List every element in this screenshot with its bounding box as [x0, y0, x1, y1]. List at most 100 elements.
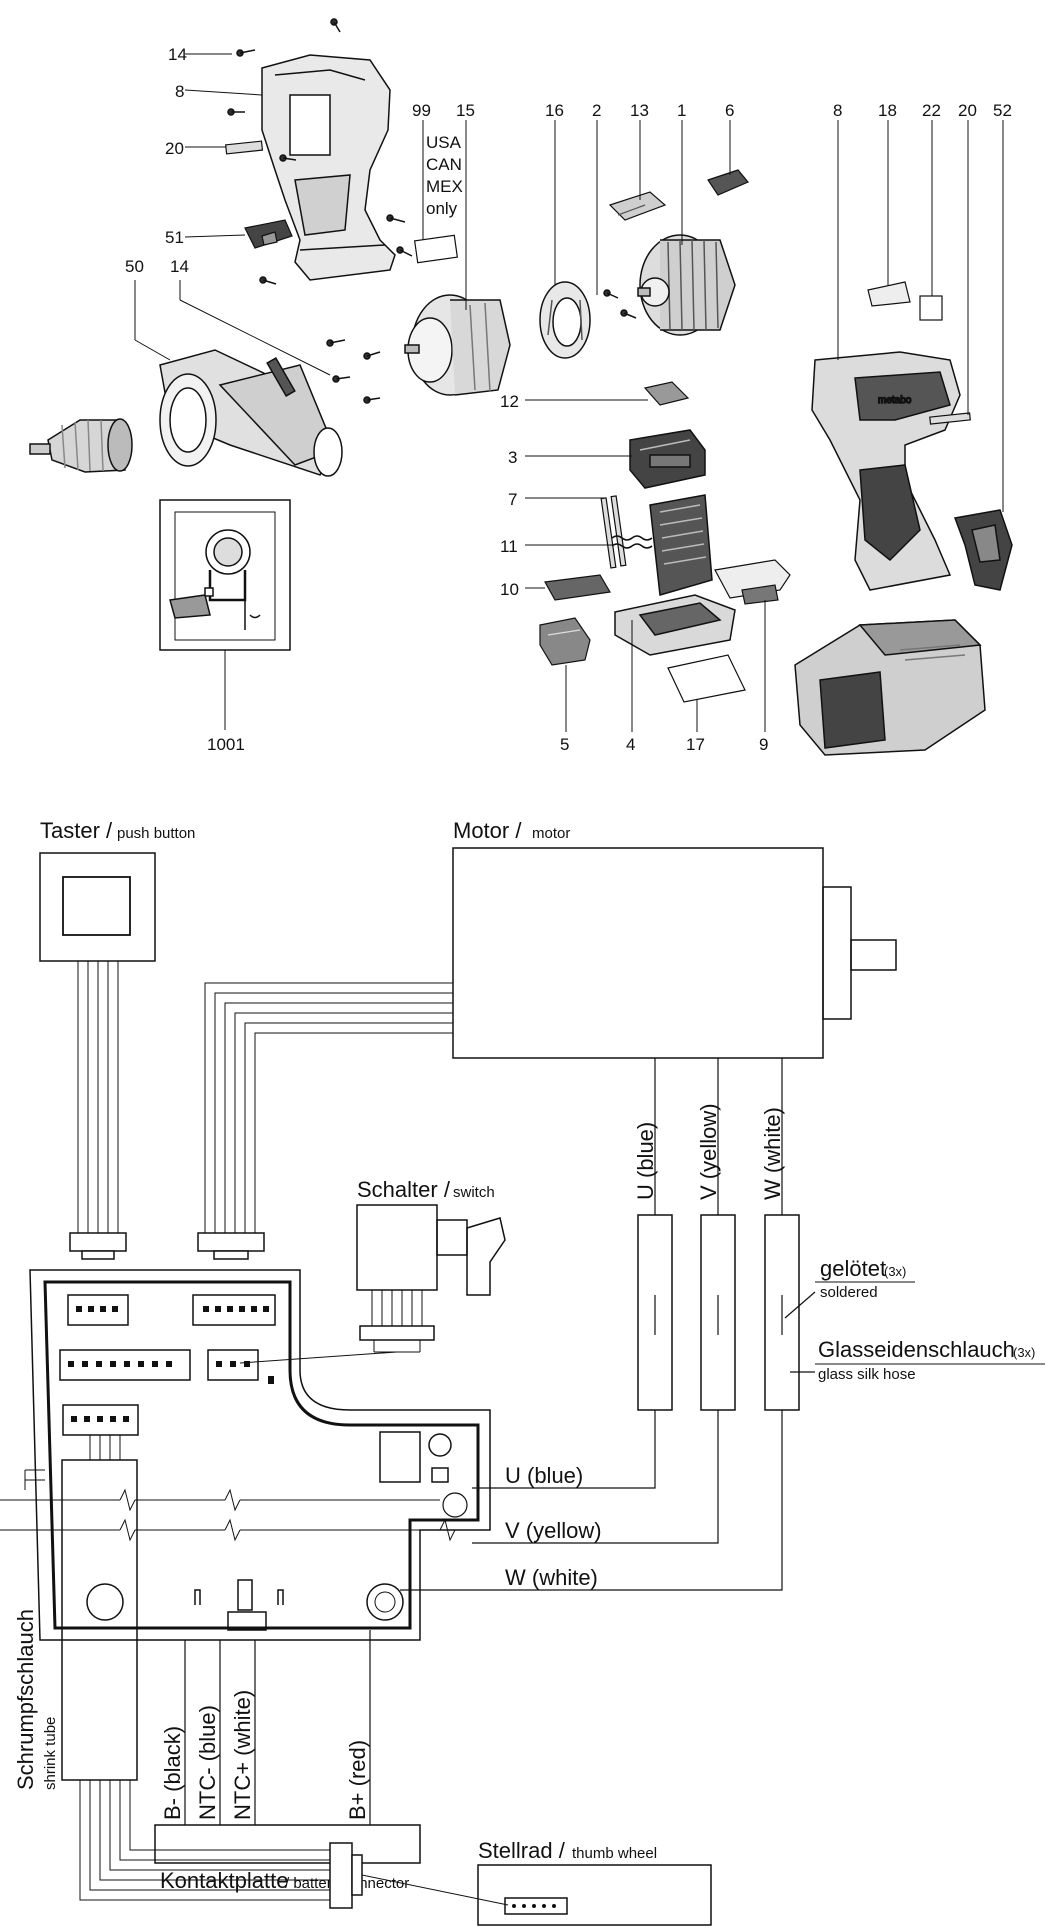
part-9-bracket	[714, 559, 791, 605]
b-minus-label: B- (black)	[160, 1726, 185, 1820]
motor-sensor-wires	[197, 982, 453, 1260]
soldered-count: (3x)	[884, 1264, 906, 1279]
part-15-gearbox	[404, 294, 511, 396]
housing-brand-text: metabo	[878, 395, 912, 406]
thumb-wheel-block: Stellrad / thumb wheel	[477, 1838, 712, 1926]
shrink-tube	[61, 1435, 330, 1901]
chassis-lines	[0, 1469, 456, 1542]
phase-labels-vertical: U (blue) V (yellow) W (white)	[633, 1103, 785, 1200]
part-51-slider	[244, 219, 293, 249]
part-label-11: 11	[500, 537, 518, 556]
ntc-plus-label: NTC+ (white)	[230, 1690, 255, 1820]
switch-label-de: Schalter /	[357, 1177, 451, 1202]
phase-w-label: W (white)	[505, 1565, 598, 1590]
part-label-6: 6	[725, 101, 734, 120]
housing-right-half: metabo	[811, 351, 961, 591]
part-label-14a: 14	[168, 45, 187, 64]
part-label-14b: 14	[170, 257, 189, 276]
part-label-7: 7	[508, 490, 517, 509]
ntc-minus-label: NTC- (blue)	[195, 1705, 220, 1820]
b-plus-label: B+ (red)	[345, 1740, 370, 1820]
thumb-wheel-label-en: thumb wheel	[572, 1845, 657, 1862]
part-label-1: 1	[677, 101, 686, 120]
switch-label-en: switch	[453, 1184, 495, 1201]
part-label-20a: 20	[165, 139, 184, 158]
part-label-18: 18	[878, 101, 897, 120]
battery-connector-label: Kontaktplatte / battery connector	[160, 1868, 409, 1893]
region-note-only: only	[426, 199, 458, 218]
part-number-labels: 14 8 20 51 50 14 99 15 16 2 13 1 6 8 18 …	[125, 45, 1012, 754]
housing-screws	[227, 18, 637, 404]
part-18-foil	[867, 281, 911, 307]
thumb-wheel-plug	[329, 1842, 509, 1909]
part-20-rod	[225, 140, 264, 155]
part-label-16: 16	[545, 101, 564, 120]
part-4-board	[614, 494, 736, 656]
region-note-mex: MEX	[426, 177, 463, 196]
wiring-diagram: Taster / push button Motor / motor	[0, 818, 1045, 1926]
control-board	[29, 1269, 491, 1641]
part-13-clip	[608, 191, 667, 221]
solder-hose-notes: gelötet (3x) soldered Glasseidenschlauch…	[815, 1256, 1045, 1383]
leader-lines	[134, 53, 1004, 732]
push-button-label-de: Taster /	[40, 818, 113, 843]
glass-silk-hose-label-en: glass silk hose	[818, 1366, 916, 1383]
part-label-22: 22	[922, 101, 941, 120]
part-label-8b: 8	[833, 101, 842, 120]
part-3-switch	[629, 429, 706, 489]
part-11-spring	[611, 535, 653, 549]
side-handle	[159, 349, 343, 477]
part-label-1001: 1001	[207, 735, 245, 754]
battery-wires	[154, 1630, 421, 1864]
phase-v-vertical-label: V (yellow)	[696, 1103, 721, 1200]
part-10-slide	[544, 574, 611, 601]
part-label-10: 10	[500, 580, 519, 599]
phase-labels-horizontal: U (blue) V (yellow) W (white)	[505, 1463, 602, 1590]
part-7-pins	[600, 495, 627, 569]
housing-left-half	[261, 54, 396, 281]
part-20b-rod	[929, 412, 971, 425]
phase-wires	[400, 1058, 816, 1591]
phase-u-label: U (blue)	[505, 1463, 583, 1488]
part-label-2: 2	[592, 101, 601, 120]
region-note-usa: USA	[426, 133, 462, 152]
part-label-17: 17	[686, 735, 705, 754]
phase-u-vertical-label: U (blue)	[633, 1122, 658, 1200]
switch-block: Schalter / switch	[239, 1177, 506, 1364]
part-label-50: 50	[125, 257, 144, 276]
phase-w-vertical-label: W (white)	[760, 1107, 785, 1200]
part-17-sheet	[667, 654, 746, 703]
shrink-tube-label-en: shrink tube	[42, 1717, 59, 1790]
part-label-99: 99	[412, 101, 431, 120]
phase-v-label: V (yellow)	[505, 1518, 602, 1543]
region-note-can: CAN	[426, 155, 462, 174]
part-16-ring	[539, 281, 591, 359]
push-button-block: Taster / push button	[39, 818, 195, 962]
part-label-3: 3	[508, 448, 517, 467]
shrink-tube-labels: Schrumpfschlauch shrink tube	[13, 1609, 59, 1790]
part-1-motor	[637, 234, 736, 336]
part-22-sticker	[919, 295, 943, 321]
glass-silk-hose-count: (3x)	[1013, 1345, 1035, 1360]
motor-label-en: motor	[532, 825, 570, 842]
part-12-lever	[643, 381, 690, 406]
battery-wire-labels: B- (black) NTC- (blue) NTC+ (white) B+ (…	[160, 1690, 370, 1820]
glass-silk-hose-label-de: Glasseidenschlauch	[818, 1337, 1015, 1362]
motor-label-de: Motor /	[453, 818, 522, 843]
part-label-5: 5	[560, 735, 569, 754]
part-5-connector	[539, 617, 591, 666]
part-label-12: 12	[500, 392, 519, 411]
part-label-20b: 20	[958, 101, 977, 120]
battery-connector-label-de: Kontaktplatte	[160, 1868, 288, 1893]
part-label-8a: 8	[175, 82, 184, 101]
connector-pins	[68, 1306, 274, 1422]
part-6-connector	[707, 169, 749, 196]
part-99-sticker	[413, 234, 459, 264]
soldered-label-en: soldered	[820, 1284, 878, 1301]
push-button-label-en: push button	[117, 825, 195, 842]
part-label-15: 15	[456, 101, 475, 120]
soldered-label-de: gelötet	[820, 1256, 886, 1281]
battery-pack	[794, 619, 986, 756]
